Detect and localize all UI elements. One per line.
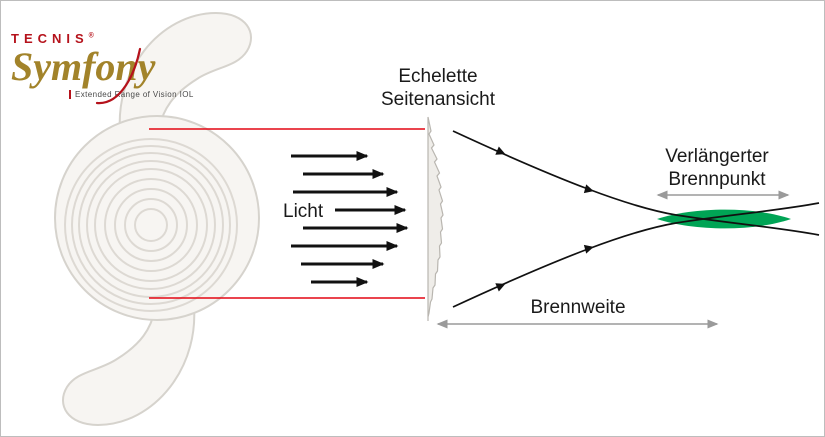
echelette-title-line1: Echelette — [398, 66, 477, 87]
logo-tagline: Extended Range of Vision IOL — [69, 90, 221, 99]
ring — [134, 208, 168, 242]
ray-arrowhead — [583, 184, 594, 194]
section-reference-lines — [149, 128, 425, 299]
ring — [78, 152, 224, 298]
tecnis-symfony-logo: TECNIS® Symfony Extended Range of Vision… — [11, 31, 221, 105]
brand-name: TECNIS® — [11, 31, 221, 46]
tagline-red-bar — [69, 90, 71, 99]
product-name: Symfony — [11, 44, 156, 89]
ray-arrowhead — [583, 244, 594, 254]
ray-arrowhead — [495, 283, 506, 292]
focal-length-label: Brennweite — [530, 297, 625, 318]
refracted-ray-bottom — [452, 202, 820, 308]
extended-focus-label-line1: Verlängerter — [665, 146, 769, 167]
ring — [64, 138, 238, 312]
echelette-profile-shape — [427, 116, 444, 321]
ring — [86, 160, 216, 290]
ring — [94, 168, 208, 282]
iol-diffractive-rings — [64, 138, 238, 312]
brand-text: TECNIS — [11, 31, 89, 46]
iol-bottom-haptic — [62, 295, 196, 427]
iol-top-haptic — [118, 11, 252, 143]
ring — [104, 178, 198, 272]
registered-mark: ® — [88, 32, 94, 40]
refracted-ray-top — [452, 130, 820, 236]
light-label: Licht — [283, 201, 324, 222]
tagline-text: Extended Range of Vision IOL — [75, 90, 194, 99]
ray-arrowhead — [495, 146, 506, 155]
ray-arrowheads — [495, 146, 594, 292]
extended-focus-label-line2: Brennpunkt — [668, 169, 766, 190]
extended-focus-region — [657, 209, 791, 229]
iol-lens-illustration — [54, 11, 260, 427]
ring — [114, 188, 188, 262]
ring — [71, 145, 231, 305]
ring — [124, 198, 178, 252]
refracted-rays — [452, 130, 820, 308]
light-arrows — [291, 151, 409, 287]
echelette-title-line2: Seitenansicht — [381, 89, 496, 110]
